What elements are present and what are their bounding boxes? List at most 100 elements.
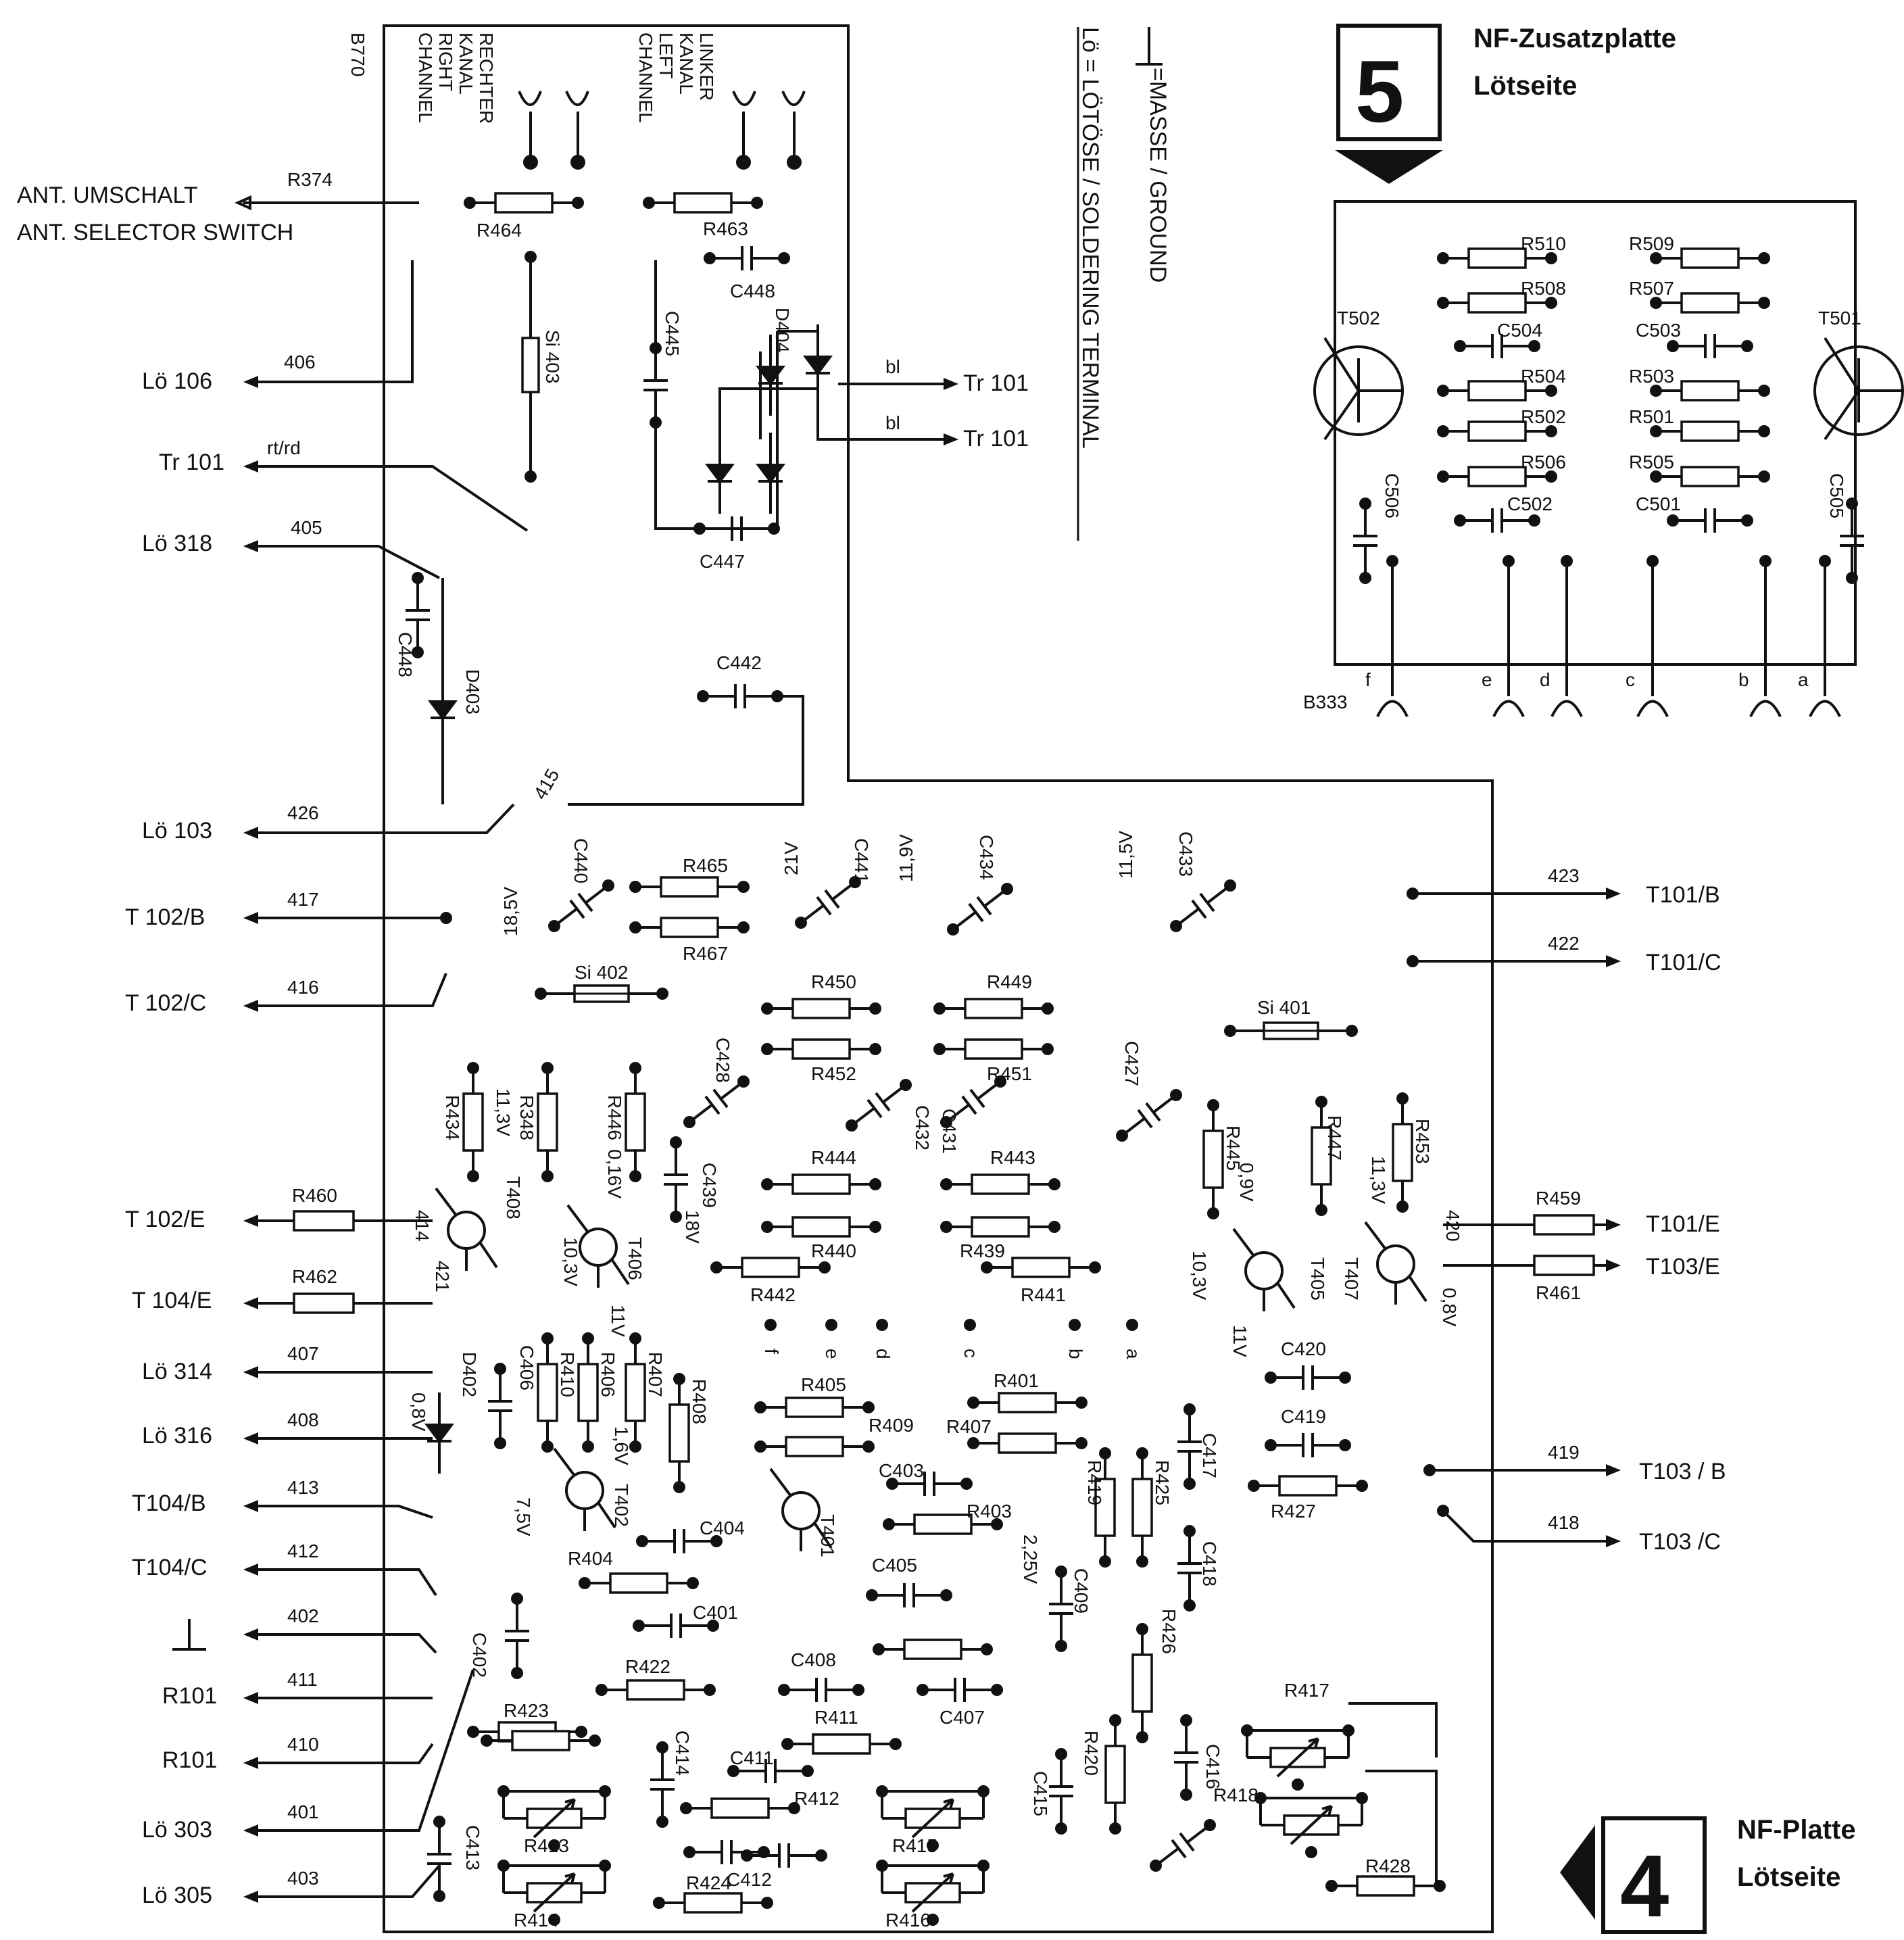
capacitor: C442: [697, 652, 783, 708]
solder-pad: [1126, 1319, 1138, 1331]
capacitor: [683, 1840, 770, 1864]
solder-pad: [1758, 425, 1770, 437]
solder-pad: [548, 920, 560, 932]
fuse-label: Si 402: [575, 962, 628, 983]
fuse-label: Si 403: [542, 330, 563, 383]
capacitor-label: C403: [879, 1460, 924, 1481]
trace: [1348, 1702, 1438, 1886]
capacitor-label: C404: [700, 1518, 745, 1538]
solder-pad: [1042, 1043, 1054, 1055]
capacitor-label: C414: [672, 1730, 693, 1776]
voltage-label: 11,3V: [1368, 1156, 1389, 1204]
capacitor: C502: [1454, 493, 1553, 533]
solder-pad: [524, 251, 537, 263]
capacitor: C501: [1636, 493, 1753, 533]
solder-pad: [582, 1440, 594, 1453]
transistor: T502: [1313, 308, 1404, 441]
solder-pad: [761, 1002, 773, 1015]
svg-text:NF-Platte: NF-Platte: [1737, 1815, 1856, 1845]
solder-pad: [862, 1401, 875, 1413]
solder-pad: [1359, 498, 1371, 510]
resistor-label: R445: [1223, 1125, 1244, 1171]
solder-pad: [1741, 340, 1753, 352]
capacitor-label: C506: [1382, 473, 1402, 518]
svg-text:T103 /C: T103 /C: [1639, 1529, 1721, 1555]
pin: [1551, 561, 1583, 717]
potentiometer-label: R417: [1284, 1680, 1329, 1701]
solder-pad: [1183, 1403, 1196, 1415]
solder-pad: [1136, 1623, 1148, 1635]
resistor-label: R419: [1084, 1460, 1105, 1505]
pad-label: b: [1065, 1349, 1086, 1359]
resistor-label: R420: [1081, 1730, 1102, 1776]
left-terminal-lo303: Lö 303 401: [142, 1669, 474, 1843]
svg-text:R460: R460: [292, 1185, 337, 1206]
diode-label: D403: [462, 669, 483, 714]
resistor: R504: [1437, 366, 1566, 402]
capacitor: C427: [1116, 1041, 1182, 1142]
solder-pad: [1170, 1089, 1182, 1101]
left-terminal-lo316: Lö 316 408: [142, 1409, 433, 1449]
solder-pad: [846, 1119, 858, 1132]
transistor-label: T402: [611, 1484, 632, 1527]
svg-text:410: 410: [287, 1734, 319, 1755]
solder-pad: [781, 1738, 794, 1750]
capacitor: C434: [947, 835, 1013, 936]
solder-pad: [1248, 1480, 1260, 1492]
svg-text:Lö 106: Lö 106: [142, 368, 212, 394]
resistor: R447: [1311, 1096, 1345, 1216]
solder-pad: [761, 1221, 773, 1233]
solder-pad: [876, 1860, 888, 1872]
left-terminal-lo314: Lö 314 407: [142, 1343, 433, 1384]
solder-pad: [467, 1170, 479, 1182]
svg-text:=MASSE / GROUND: =MASSE / GROUND: [1145, 68, 1171, 283]
solder-pad: [815, 1849, 827, 1862]
solder-pad: [862, 1440, 875, 1453]
resistor: R428: [1325, 1856, 1446, 1897]
solder-pad: [1545, 385, 1557, 397]
transistor: T405: [1232, 1228, 1328, 1311]
resistor-label: R407: [946, 1416, 992, 1437]
svg-text:CHANNEL: CHANNEL: [635, 32, 656, 123]
svg-text:403: 403: [287, 1868, 319, 1889]
svg-text:Lötseite: Lötseite: [1473, 71, 1577, 101]
resistor-label: R442: [750, 1284, 796, 1305]
solder-pad: [629, 1062, 641, 1074]
svg-text:rt/rd: rt/rd: [267, 437, 301, 458]
pad-label: e: [822, 1349, 843, 1359]
fuse-label: Si 401: [1257, 997, 1311, 1018]
voltage-label: 414: [412, 1210, 433, 1242]
solder-pad: [575, 1726, 587, 1738]
resistor-label: R423: [504, 1700, 549, 1721]
capacitor: C420: [1265, 1338, 1351, 1390]
right-channel-label: RECHTER KANAL RIGHT CHANNEL: [415, 32, 497, 124]
resistor: R411: [781, 1707, 902, 1755]
solder-pad: [889, 1738, 902, 1750]
svg-text:R459: R459: [1536, 1188, 1581, 1209]
svg-text:407: 407: [287, 1343, 319, 1364]
solder-pad: [900, 1079, 912, 1091]
capacitor-label: C413: [462, 1825, 483, 1870]
solder-pad: [656, 988, 668, 1000]
capacitor: C417: [1177, 1403, 1220, 1490]
solder-pad: [1646, 555, 1659, 567]
solder-pad: [629, 921, 641, 933]
capacitor: C408: [778, 1649, 864, 1702]
resistor-label: R508: [1521, 278, 1566, 299]
resistor: R443: [940, 1147, 1060, 1195]
resistor-label: R509: [1629, 233, 1674, 254]
resistor: R406: [577, 1332, 618, 1453]
left-terminal-t104e: T 104/E R462: [132, 1266, 433, 1314]
pin-label: c: [1626, 669, 1635, 690]
svg-text:422: 422: [1548, 933, 1580, 954]
solder-pad: [967, 1397, 979, 1409]
pin: [1636, 561, 1669, 717]
transistor-label: T501: [1818, 308, 1861, 329]
voltage-label: 11,9V: [896, 834, 917, 882]
board5-id: B333: [1303, 692, 1347, 712]
capacitor-label: C445: [662, 311, 683, 356]
fuse: Si 403: [521, 251, 563, 483]
solder-pad: [869, 1178, 881, 1190]
svg-text:T104/C: T104/C: [132, 1555, 208, 1580]
